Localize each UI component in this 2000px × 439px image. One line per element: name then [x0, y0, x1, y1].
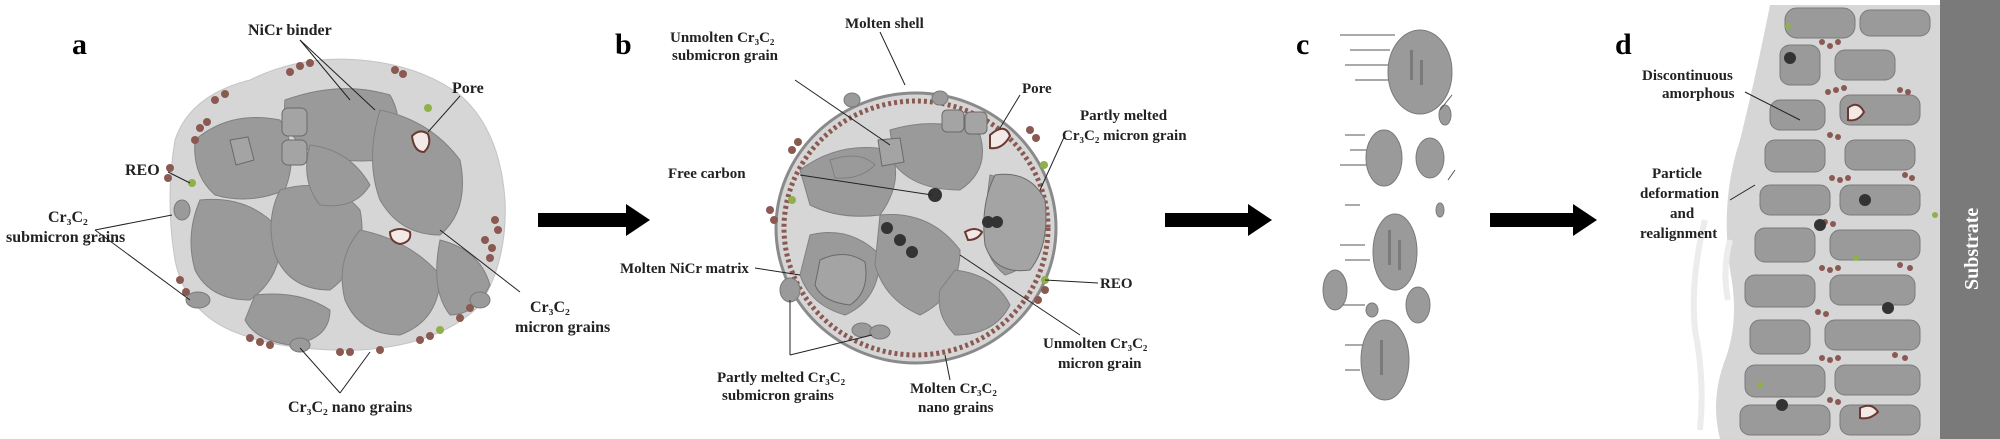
label-unmolten-submicron-line2: submicron grain	[672, 48, 779, 64]
flight-trails	[1340, 34, 1395, 371]
surface-grains-b	[779, 90, 949, 340]
panel-letter-d: d	[1615, 28, 1632, 61]
label-nicr-binder: NiCr binder	[248, 22, 332, 39]
partly-melted-submicron-grain	[814, 254, 867, 306]
label-discontinuous-line2: amorphous	[1662, 86, 1735, 102]
label-free-carbon: Free carbon	[668, 166, 746, 182]
pores-b	[963, 127, 1012, 242]
process-arrow-3	[1490, 204, 1597, 236]
label-unmolten-micron-line1: Unmolten Cr₃C₂	[1043, 336, 1148, 352]
deformed-splats-d	[1739, 7, 1931, 436]
label-unmolten-micron-line2: micron grain	[1058, 356, 1142, 372]
panel-d: d	[1615, 0, 2000, 439]
panel-a: a	[6, 22, 610, 416]
unmolten-submicron-grain	[877, 137, 905, 167]
label-molten-nicr: Molten NiCr matrix	[620, 261, 749, 277]
label-deformation-line3: and	[1670, 206, 1695, 222]
label-reo-a: REO	[125, 162, 160, 179]
label-discontinuous-line1: Discontinuous	[1642, 68, 1733, 84]
particle-texture-c	[1380, 50, 1423, 375]
label-partly-micron-line2: Cr₃C₂ micron grain	[1062, 128, 1187, 144]
label-substrate: Substrate	[1961, 208, 1983, 290]
label-pore-a: Pore	[452, 80, 484, 97]
submicron-blocks-b	[941, 109, 988, 135]
panel-letter-c: c	[1296, 28, 1309, 61]
label-partly-submicron-line2: submicron grains	[722, 388, 834, 404]
panel-c: c	[1296, 28, 1456, 401]
label-nano-a: Cr₃C₂ nano grains	[288, 399, 412, 416]
label-molten-shell: Molten shell	[845, 16, 924, 32]
label-micron-a-line1: Cr₃C₂	[530, 299, 570, 316]
flying-particles	[1322, 29, 1453, 401]
nano-grains-a	[164, 59, 502, 356]
process-arrow-1	[538, 204, 650, 236]
leaders-d	[1729, 91, 1801, 201]
pores-a	[388, 130, 431, 246]
amorphous-veins-d	[1690, 219, 1733, 431]
label-molten-nano-line2: nano grains	[918, 400, 994, 416]
label-pore-b: Pore	[1022, 81, 1052, 97]
small-debris-c	[1439, 94, 1456, 181]
reo-b	[788, 161, 1049, 284]
label-reo-b: REO	[1100, 276, 1133, 292]
label-submicron-a-line1: Cr₃C₂	[48, 209, 88, 226]
molten-nano-layer-b	[781, 98, 1051, 358]
nano-grains-b	[766, 126, 1049, 304]
label-submicron-a-line2: submicron grains	[6, 229, 125, 246]
free-carbon-d	[1776, 52, 1894, 411]
submicron-grains-a	[229, 107, 308, 166]
reo-d	[1757, 23, 1938, 388]
label-micron-a-line2: micron grains	[515, 319, 610, 336]
leaders-b	[754, 31, 1099, 381]
substrate-d	[1940, 0, 2000, 439]
nano-grains-d	[1815, 39, 1915, 405]
surface-grains-a	[173, 199, 491, 353]
label-deformation-line1: Particle	[1652, 166, 1702, 182]
free-carbon-b	[881, 188, 1003, 258]
process-arrow-2	[1165, 204, 1272, 236]
panel-letter-a: a	[72, 28, 87, 61]
label-deformation-line4: realignment	[1640, 226, 1717, 242]
label-deformation-line2: deformation	[1640, 186, 1720, 202]
label-molten-nano-line1: Molten Cr₃C₂	[910, 381, 997, 397]
leaders-a	[94, 39, 521, 394]
label-partly-micron-line1: Partly melted	[1080, 108, 1168, 124]
label-unmolten-submicron-line1: Unmolten Cr₃C₂	[670, 30, 775, 46]
label-partly-submicron-line1: Partly melted Cr₃C₂	[717, 370, 846, 386]
micron-grains-a	[190, 88, 491, 346]
reo-a	[188, 104, 444, 334]
panel-letter-b: b	[615, 28, 632, 61]
panel-b: b	[615, 16, 1187, 416]
pores-d	[1847, 103, 1880, 420]
